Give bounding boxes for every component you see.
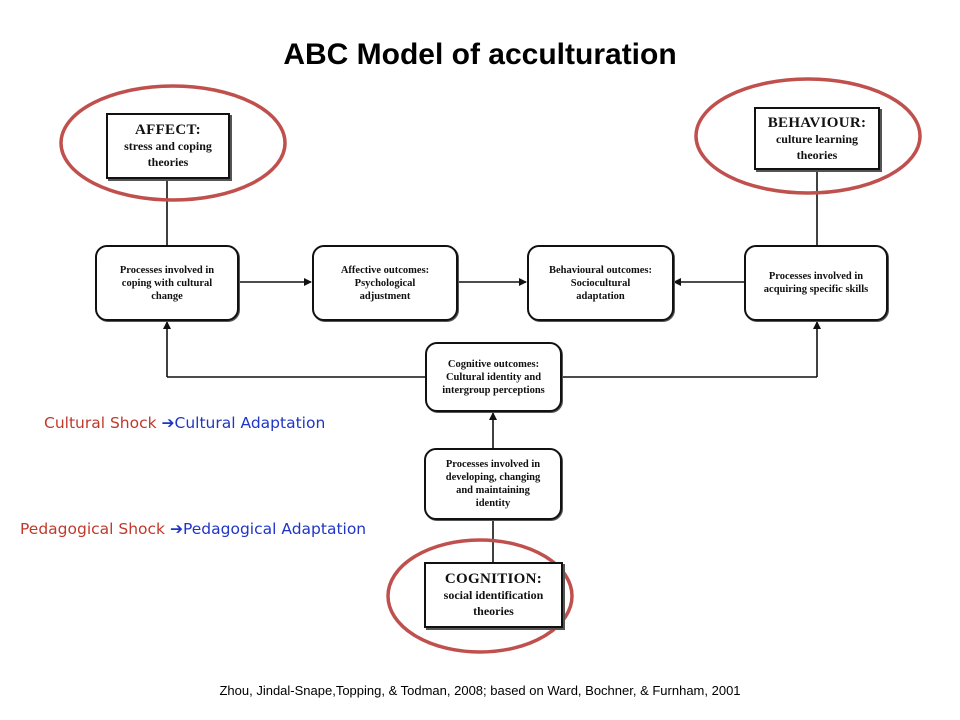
affect-heading: AFFECT: (135, 122, 201, 138)
acquiring-skills-box: Processes involved in acquiring specific… (744, 245, 888, 321)
citation: Zhou, Jindal-Snape,Topping, & Todman, 20… (219, 683, 741, 698)
cognition-theory-box: COGNITION: social identification theorie… (424, 562, 563, 628)
behavioural-line-1: Behavioural outcomes: (549, 264, 652, 276)
affective-line-2: Psychological (354, 277, 416, 289)
behaviour-heading: BEHAVIOUR: (767, 114, 867, 131)
cognition-line-1: social identification (443, 588, 544, 602)
affect-theory-box: AFFECT: stress and coping theories (106, 113, 230, 179)
affective-line-3: adjustment (359, 290, 411, 302)
pedagogical-adaptation-text: Pedagogical Adaptation (182, 520, 367, 538)
behavioural-outcomes-box: Behavioural outcomes: Sociocultural adap… (527, 245, 674, 321)
pedagogical-shock-caption: Pedagogical Shock ➔Pedagogical Adaptatio… (20, 520, 366, 538)
behaviour-highlight-ellipse (694, 77, 922, 195)
identity-line-2: developing, changing (445, 472, 541, 483)
cultural-shock-text: Cultural Shock (44, 414, 162, 432)
coping-process-box: Processes involved in coping with cultur… (95, 245, 239, 321)
acquiring-line-2: acquiring specific skills (763, 284, 869, 295)
right-arrow-icon: ➔ (169, 520, 183, 538)
coping-line-3: change (151, 290, 183, 302)
cognition-heading: COGNITION: (444, 571, 543, 587)
coping-line-2: coping with cultural (121, 277, 213, 289)
pedagogical-shock-text: Pedagogical Shock (20, 520, 170, 538)
behaviour-line-2: theories (796, 147, 838, 162)
cognitive-outcomes-box: Cognitive outcomes: Cultural identity an… (425, 342, 562, 412)
identity-line-3: and maintaining (456, 485, 530, 496)
identity-line-4: identity (475, 498, 511, 509)
affect-line-2: theories (147, 155, 189, 169)
cognition-line-2: theories (473, 604, 514, 618)
right-arrow-icon: ➔ (161, 414, 175, 432)
affect-highlight-ellipse (59, 84, 287, 202)
behavioural-line-3: adaptation (576, 290, 625, 302)
behaviour-theory-box: BEHAVIOUR: culture learning theories (754, 107, 880, 170)
affective-line-1: Affective outcomes: (340, 264, 430, 276)
affect-line-1: stress and coping (124, 139, 212, 153)
cultural-shock-caption: Cultural Shock ➔Cultural Adaptation (44, 414, 325, 432)
acquiring-line-1: Processes involved in (768, 271, 864, 282)
coping-line-1: Processes involved in (119, 264, 215, 276)
affective-outcomes-box: Affective outcomes: Psychological adjust… (312, 245, 458, 321)
cognitive-line-3: intergroup perceptions (442, 384, 545, 396)
identity-process-box: Processes involved in developing, changi… (424, 448, 562, 520)
page-title: ABC Model of acculturation (283, 38, 677, 71)
cognitive-line-1: Cognitive outcomes: (447, 358, 540, 370)
cultural-adaptation-text: Cultural Adaptation (174, 414, 326, 432)
identity-line-1: Processes involved in (445, 459, 541, 470)
cognition-highlight-ellipse (386, 538, 574, 654)
cognitive-line-2: Cultural identity and (445, 371, 542, 383)
behaviour-line-1: culture learning (775, 131, 859, 146)
behavioural-line-2: Sociocultural (570, 277, 631, 289)
